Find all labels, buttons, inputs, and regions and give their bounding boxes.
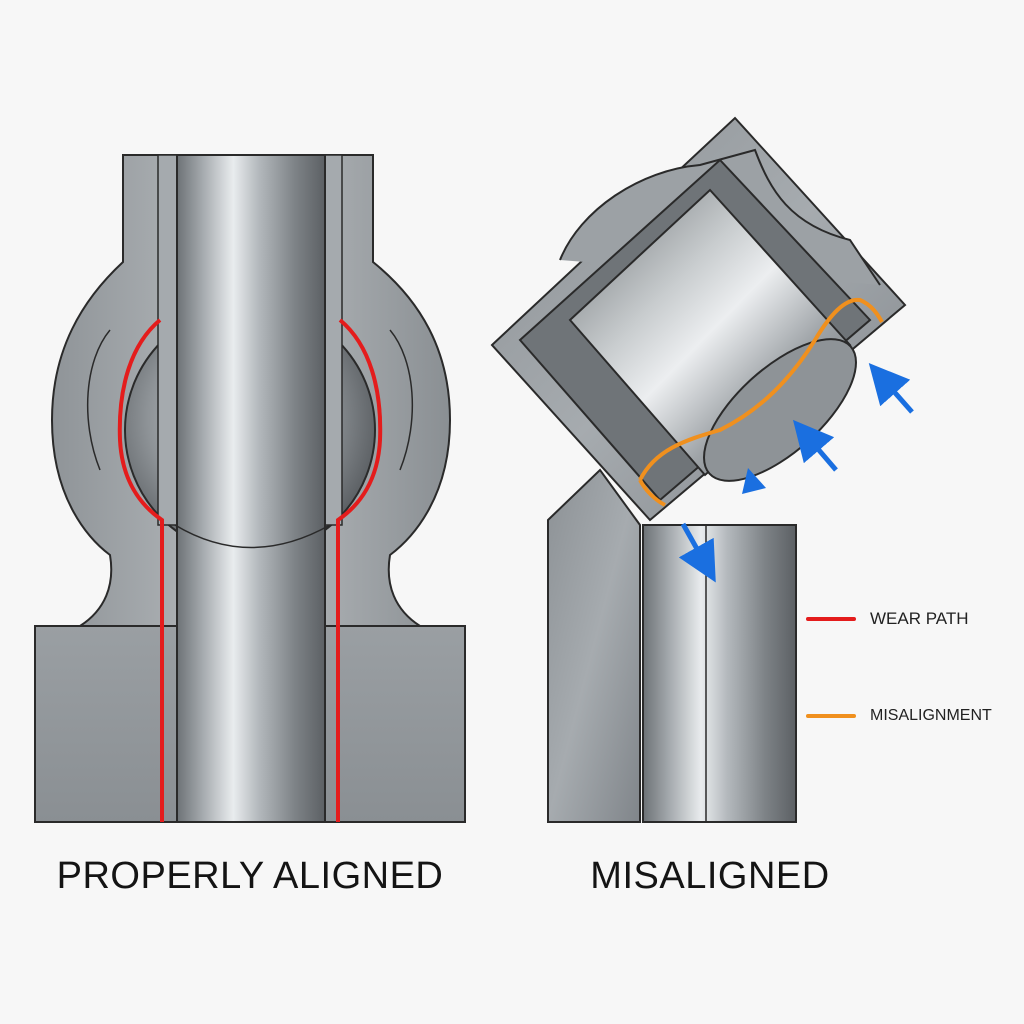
force-arrow-icon — [792, 419, 838, 472]
legend-label-misalignment: MISALIGNMENT — [870, 707, 992, 724]
aligned-wear-path-right — [336, 318, 383, 822]
legend-item-wear-path: WEAR PATH — [806, 607, 969, 631]
legend-swatch-wear-path — [806, 617, 856, 621]
caption-misaligned: MISALIGNED — [590, 855, 830, 897]
aligned-joint — [34, 154, 466, 823]
force-arrow-icon — [868, 363, 914, 414]
legend-swatch-misalignment — [806, 714, 856, 718]
legend-label-wear-path: WEAR PATH — [870, 609, 969, 628]
misaligned-lower-body — [547, 468, 641, 823]
caption-properly-aligned: PROPERLY ALIGNED — [56, 855, 444, 897]
aligned-rod — [176, 154, 326, 823]
force-arrow-icon — [678, 522, 716, 583]
aligned-wear-path-left — [117, 318, 164, 822]
force-arrows — [678, 363, 914, 583]
misaligned-misalignment-path — [638, 297, 884, 481]
misaligned-joint — [490, 116, 907, 823]
misaligned-rod — [642, 524, 797, 823]
legend-item-misalignment: MISALIGNMENT — [806, 704, 992, 728]
force-arrow-icon — [742, 468, 766, 494]
